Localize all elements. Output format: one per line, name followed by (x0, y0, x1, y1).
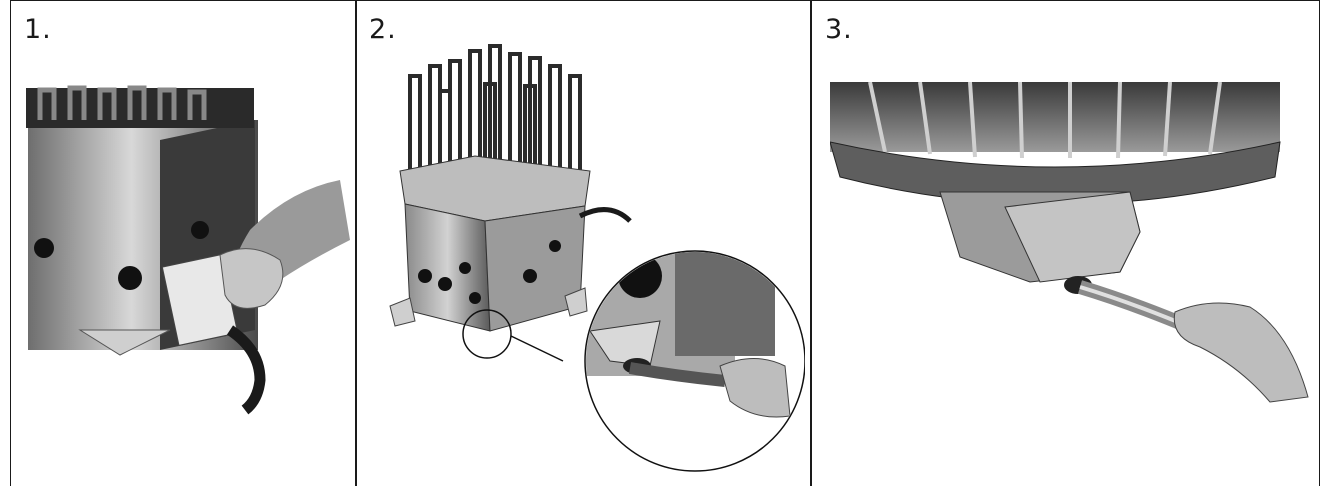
instruction-frame (10, 0, 1320, 486)
step-1-number: 1. (24, 14, 52, 45)
step-2-number: 2. (369, 14, 397, 45)
step-3-number: 3. (825, 14, 853, 45)
step-2-illustration (389, 44, 805, 472)
panel-divider-2 (810, 0, 812, 486)
panel-divider-1 (355, 0, 357, 486)
step-3-illustration (830, 82, 1309, 403)
step-1-illustration (26, 85, 350, 415)
